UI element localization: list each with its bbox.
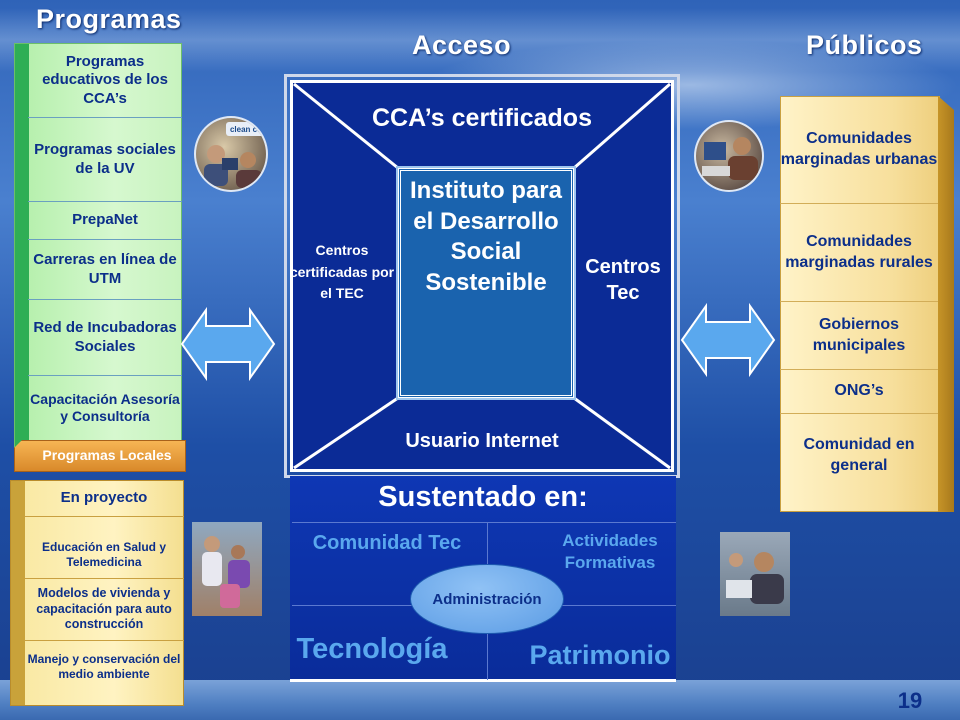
institute-box (396, 166, 576, 400)
support-top-left: Comunidad Tec (312, 532, 462, 554)
program-item: Carreras en línea de UTM (28, 240, 182, 300)
header-publicos: Públicos (806, 30, 923, 60)
support-bottom-left: Tecnología (296, 633, 448, 665)
project-item: Modelos de vivienda y capacitación para … (24, 579, 184, 641)
project-item: Manejo y conservación del medio ambiente (27, 652, 181, 681)
public-item: Comunidades marginadas urbanas (780, 96, 938, 204)
publics-column-side (938, 96, 954, 512)
project-column (10, 480, 184, 706)
program-item: Capacitación Asesoría y Consultoría (30, 390, 180, 424)
public-item: Gobiernos municipales (780, 302, 938, 370)
public-item: Comunidades marginadas rurales (780, 204, 938, 302)
support-title: Sustentado en: (378, 481, 588, 513)
institute-label: Instituto para el Desarrollo Social Sost… (409, 177, 562, 297)
publics-column (780, 96, 940, 512)
local-programs-tab (14, 440, 186, 472)
project-item: Educación en Salud y Telemedicina (24, 531, 184, 579)
double-arrow-icon (680, 302, 776, 378)
page-number: 19 (897, 688, 923, 713)
header-programas: Programas (36, 4, 182, 34)
program-item: Programas sociales de la UV (28, 118, 182, 202)
computer-class-photo (720, 532, 790, 616)
people-computer-photo (694, 120, 764, 192)
photo-sign-text: clean co (230, 125, 262, 134)
program-item: PrepaNet (28, 202, 182, 240)
double-arrow-icon (180, 306, 276, 382)
program-item: Red de Incubadoras Sociales (28, 300, 182, 376)
program-item: Programas educativos de los CCA’s (28, 44, 182, 118)
header-acceso: Acceso (412, 30, 512, 60)
support-bottom-right: Patrimonio (529, 640, 671, 670)
administration-ellipse: Administración (410, 564, 564, 634)
local-programs-label: Programas Locales (42, 447, 172, 463)
people-computer-photo: clean co (194, 116, 268, 192)
programs-column (14, 43, 182, 453)
health-care-photo (192, 522, 262, 616)
access-top-label: CCA’s certificados (372, 104, 592, 132)
public-item: ONG’s (780, 370, 938, 414)
access-bottom-label: Usuario Internet (405, 430, 559, 452)
frame-diagonals (293, 82, 671, 470)
project-header: En proyecto (24, 481, 184, 517)
support-top-right: Actividades Formativas (562, 531, 658, 573)
access-right-label: Centros Tec (585, 256, 661, 304)
public-item: Comunidad en general (803, 436, 915, 474)
support-divider (292, 522, 676, 523)
access-left-label: Centros certificadas por el TEC (289, 242, 395, 302)
